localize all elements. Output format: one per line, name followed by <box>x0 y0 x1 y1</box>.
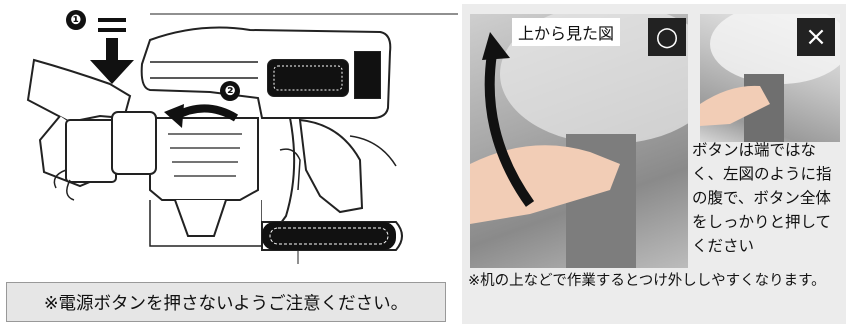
circle-ok-icon: ○ <box>648 18 686 56</box>
incorrect-press-photo <box>700 14 840 142</box>
correct-press-photo <box>470 14 688 268</box>
curved-arrow-icon <box>484 53 535 207</box>
power-button-warning: ※電源ボタンを押さないようご注意ください。 <box>6 282 446 322</box>
top-view-caption: 上から見た図 <box>512 18 621 46</box>
step-2-badge: ❷ <box>220 81 240 101</box>
step-1-badge: ❶ <box>66 10 86 30</box>
desk-tip-note: ※机の上などで作業するとつけ外ししやすくなります。 <box>468 273 826 289</box>
cross-ng-icon: × <box>797 18 835 56</box>
vacuum-illustration-panel: ❶ ❷ ※電源ボタンを押さないようご注意ください。 <box>6 10 458 322</box>
hatch-pattern-blocks <box>262 52 396 250</box>
down-arrow-icon <box>90 18 134 84</box>
instruction-panel: 上から見た図 ○ × ボタンは端ではなく、左図のように指の腹で、ボタン全体をしっ… <box>462 4 846 324</box>
rotate-arrow-icon <box>164 104 239 128</box>
press-explanation: ボタンは端ではなく、左図のように指の腹で、ボタン全体をしっかりと押してください <box>692 141 832 255</box>
vacuum-line-drawing <box>26 13 458 264</box>
